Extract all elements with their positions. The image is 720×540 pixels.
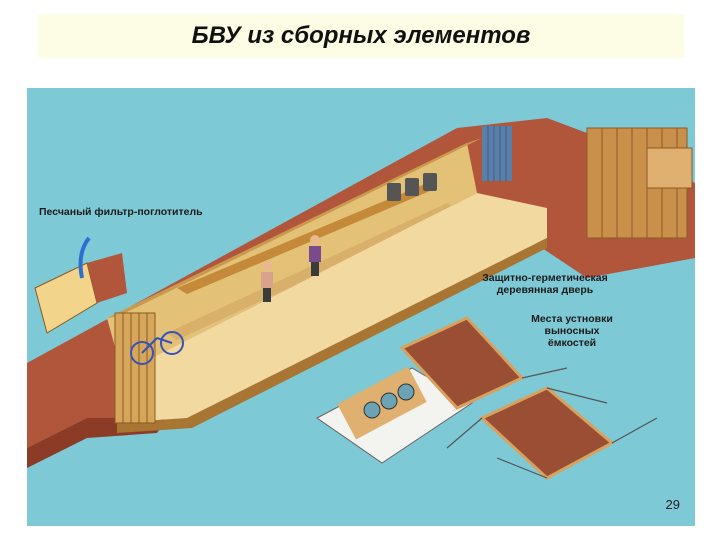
- curtain: [482, 126, 512, 181]
- person-2: [309, 235, 321, 276]
- upper-shelf: [177, 183, 437, 294]
- label-tanks: Места устновки выносных ёмкостей: [522, 313, 622, 349]
- label-door: Защитно-герметическая деревянная дверь: [465, 272, 625, 296]
- label-door-line1: Защитно-герметическая: [482, 272, 608, 284]
- page-number: 29: [665, 497, 680, 512]
- tunnel-ceiling: [107, 138, 482, 318]
- label-tanks-line1: Места устновки: [531, 313, 613, 325]
- shelter-illustration: [27, 88, 695, 526]
- bicycle: [130, 331, 184, 365]
- slide-title: БВУ из сборных элементов: [191, 22, 531, 49]
- person-1: [261, 261, 273, 302]
- guy-ropes: [446, 367, 658, 479]
- title-bar: БВУ из сборных элементов: [38, 14, 684, 58]
- sand-filter-side: [87, 253, 127, 303]
- tunnel-floor: [117, 193, 547, 423]
- end-wall-left: [114, 312, 156, 424]
- label-tanks-line2: выносных: [544, 325, 600, 337]
- entrance-stack: [646, 147, 693, 189]
- tunnel-back-wall: [107, 143, 477, 373]
- airflow-arrow: [78, 236, 91, 279]
- label-door-line2: деревянная дверь: [496, 284, 594, 296]
- label-tanks-line3: ёмкостей: [547, 337, 597, 349]
- tanks: [363, 383, 415, 419]
- water-barrels: [387, 173, 437, 201]
- label-sand-filter: Песчаный фильтр-поглотитель: [39, 206, 203, 218]
